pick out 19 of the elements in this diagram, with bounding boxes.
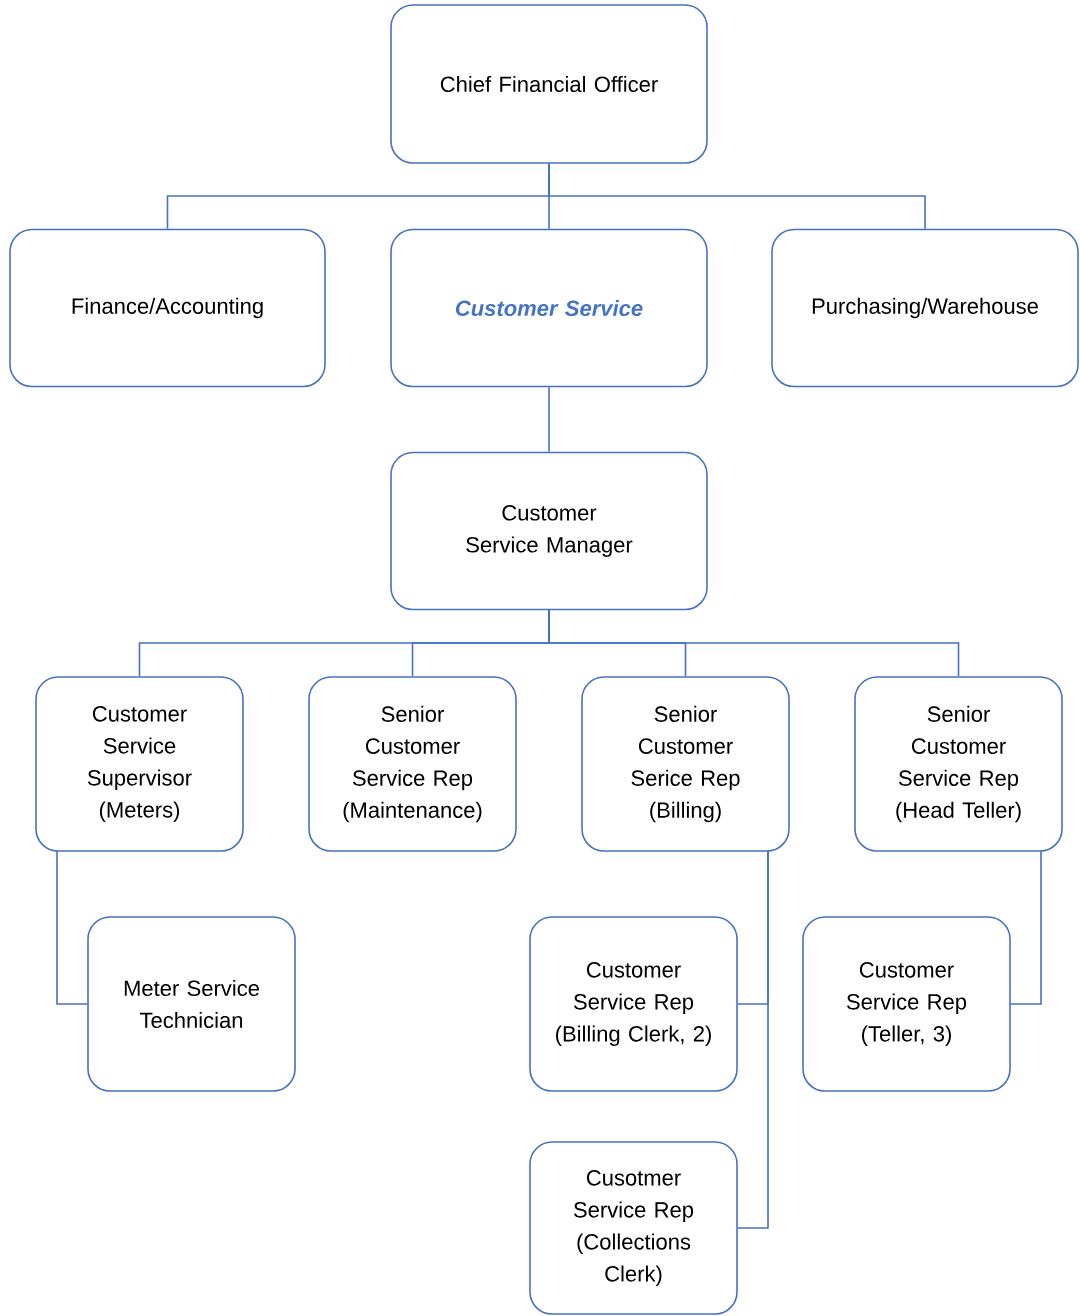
org-box: Cusotmer Service Rep (Collections Clerk): [529, 1141, 738, 1315]
org-box: Customer Service Manager: [390, 451, 708, 611]
org-box: Chief Financial Officer: [390, 4, 708, 164]
org-box: Meter Service Technician: [87, 916, 296, 1092]
org-box: Senior Customer Service Rep (Maintenance): [308, 676, 517, 852]
connector-line: [1010, 850, 1042, 1005]
org-box: Finance/Accounting: [9, 228, 326, 388]
org-box: Customer Service Supervisor (Meters): [35, 676, 244, 852]
connector-line: [548, 609, 960, 677]
connector-line: [737, 850, 769, 1229]
org-box: Purchasing/Warehouse: [771, 228, 1079, 388]
org-box: Customer Service Rep (Billing Clerk, 2): [529, 916, 738, 1092]
org-box: Senior Customer Serice Rep (Billing): [581, 676, 790, 852]
connector-line: [548, 163, 926, 230]
connector-line: [548, 386, 550, 453]
org-box: Senior Customer Service Rep (Head Teller): [854, 676, 1063, 852]
connector-line: [56, 850, 88, 1005]
org-box: Customer Service: [390, 228, 708, 388]
org-box: Customer Service Rep (Teller, 3): [802, 916, 1011, 1092]
